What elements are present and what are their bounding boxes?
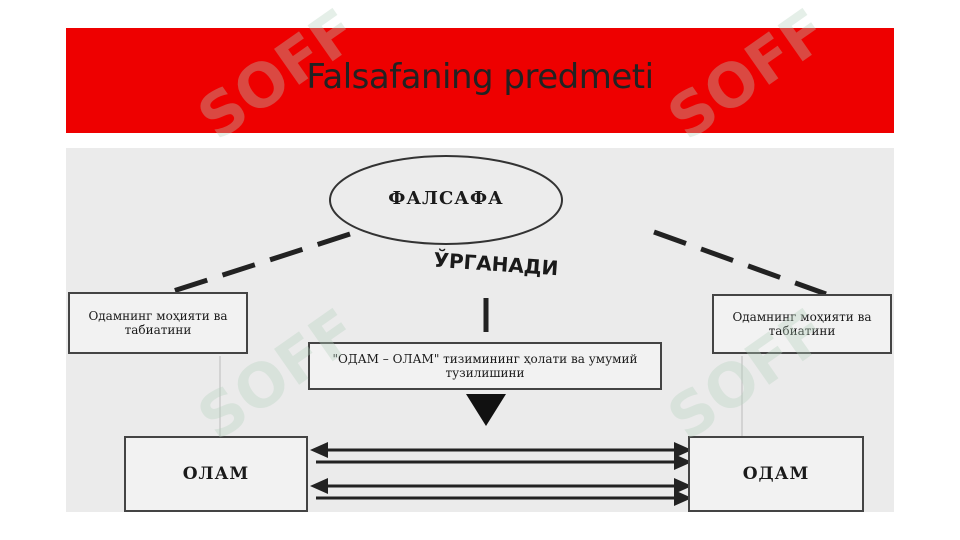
bottom-left-box-text: ОЛАМ — [182, 464, 250, 484]
bottom-right-box-text: ОДАМ — [742, 464, 810, 484]
arrow-head-3-left — [310, 478, 328, 494]
title-bar: Falsafaning predmeti — [66, 28, 894, 133]
diagram-panel: ФАЛСАФА ЎРГАНАДИ Одамнинг моҳияти ва таб… — [66, 148, 894, 512]
down-arrow — [466, 394, 506, 426]
left-box-text: Одамнинг моҳияти ва табиатини — [88, 309, 228, 337]
bottom-right-box: ОДАМ — [688, 436, 864, 512]
arrow-head-4-right — [674, 490, 692, 506]
arrow-head-1-right — [674, 442, 692, 458]
arrow-head-3-right — [674, 478, 692, 494]
right-box-text: Одамнинг моҳияти ва табиатини — [732, 310, 872, 338]
arrow-head-1-left — [310, 442, 328, 458]
left-box: Одамнинг моҳияти ва табиатини — [68, 292, 248, 354]
bottom-left-box: ОЛАМ — [124, 436, 308, 512]
middle-box: "ОДАМ – ОЛАМ" тизимининг ҳолати ва умуми… — [308, 342, 662, 390]
slide-title: Falsafaning predmeti — [306, 56, 654, 97]
arrow-head-2-right — [674, 454, 692, 470]
right-box: Одамнинг моҳияти ва табиатини — [712, 294, 892, 354]
diagram-connectors — [157, 155, 827, 506]
center-node-label: ФАЛСАФА — [388, 188, 504, 209]
middle-box-text: "ОДАМ – ОЛАМ" тизимининг ҳолати ва умуми… — [332, 352, 638, 380]
dashed-connector-left — [157, 231, 351, 299]
dashed-connector-right — [653, 229, 827, 297]
philosophy-ellipse — [329, 155, 563, 245]
